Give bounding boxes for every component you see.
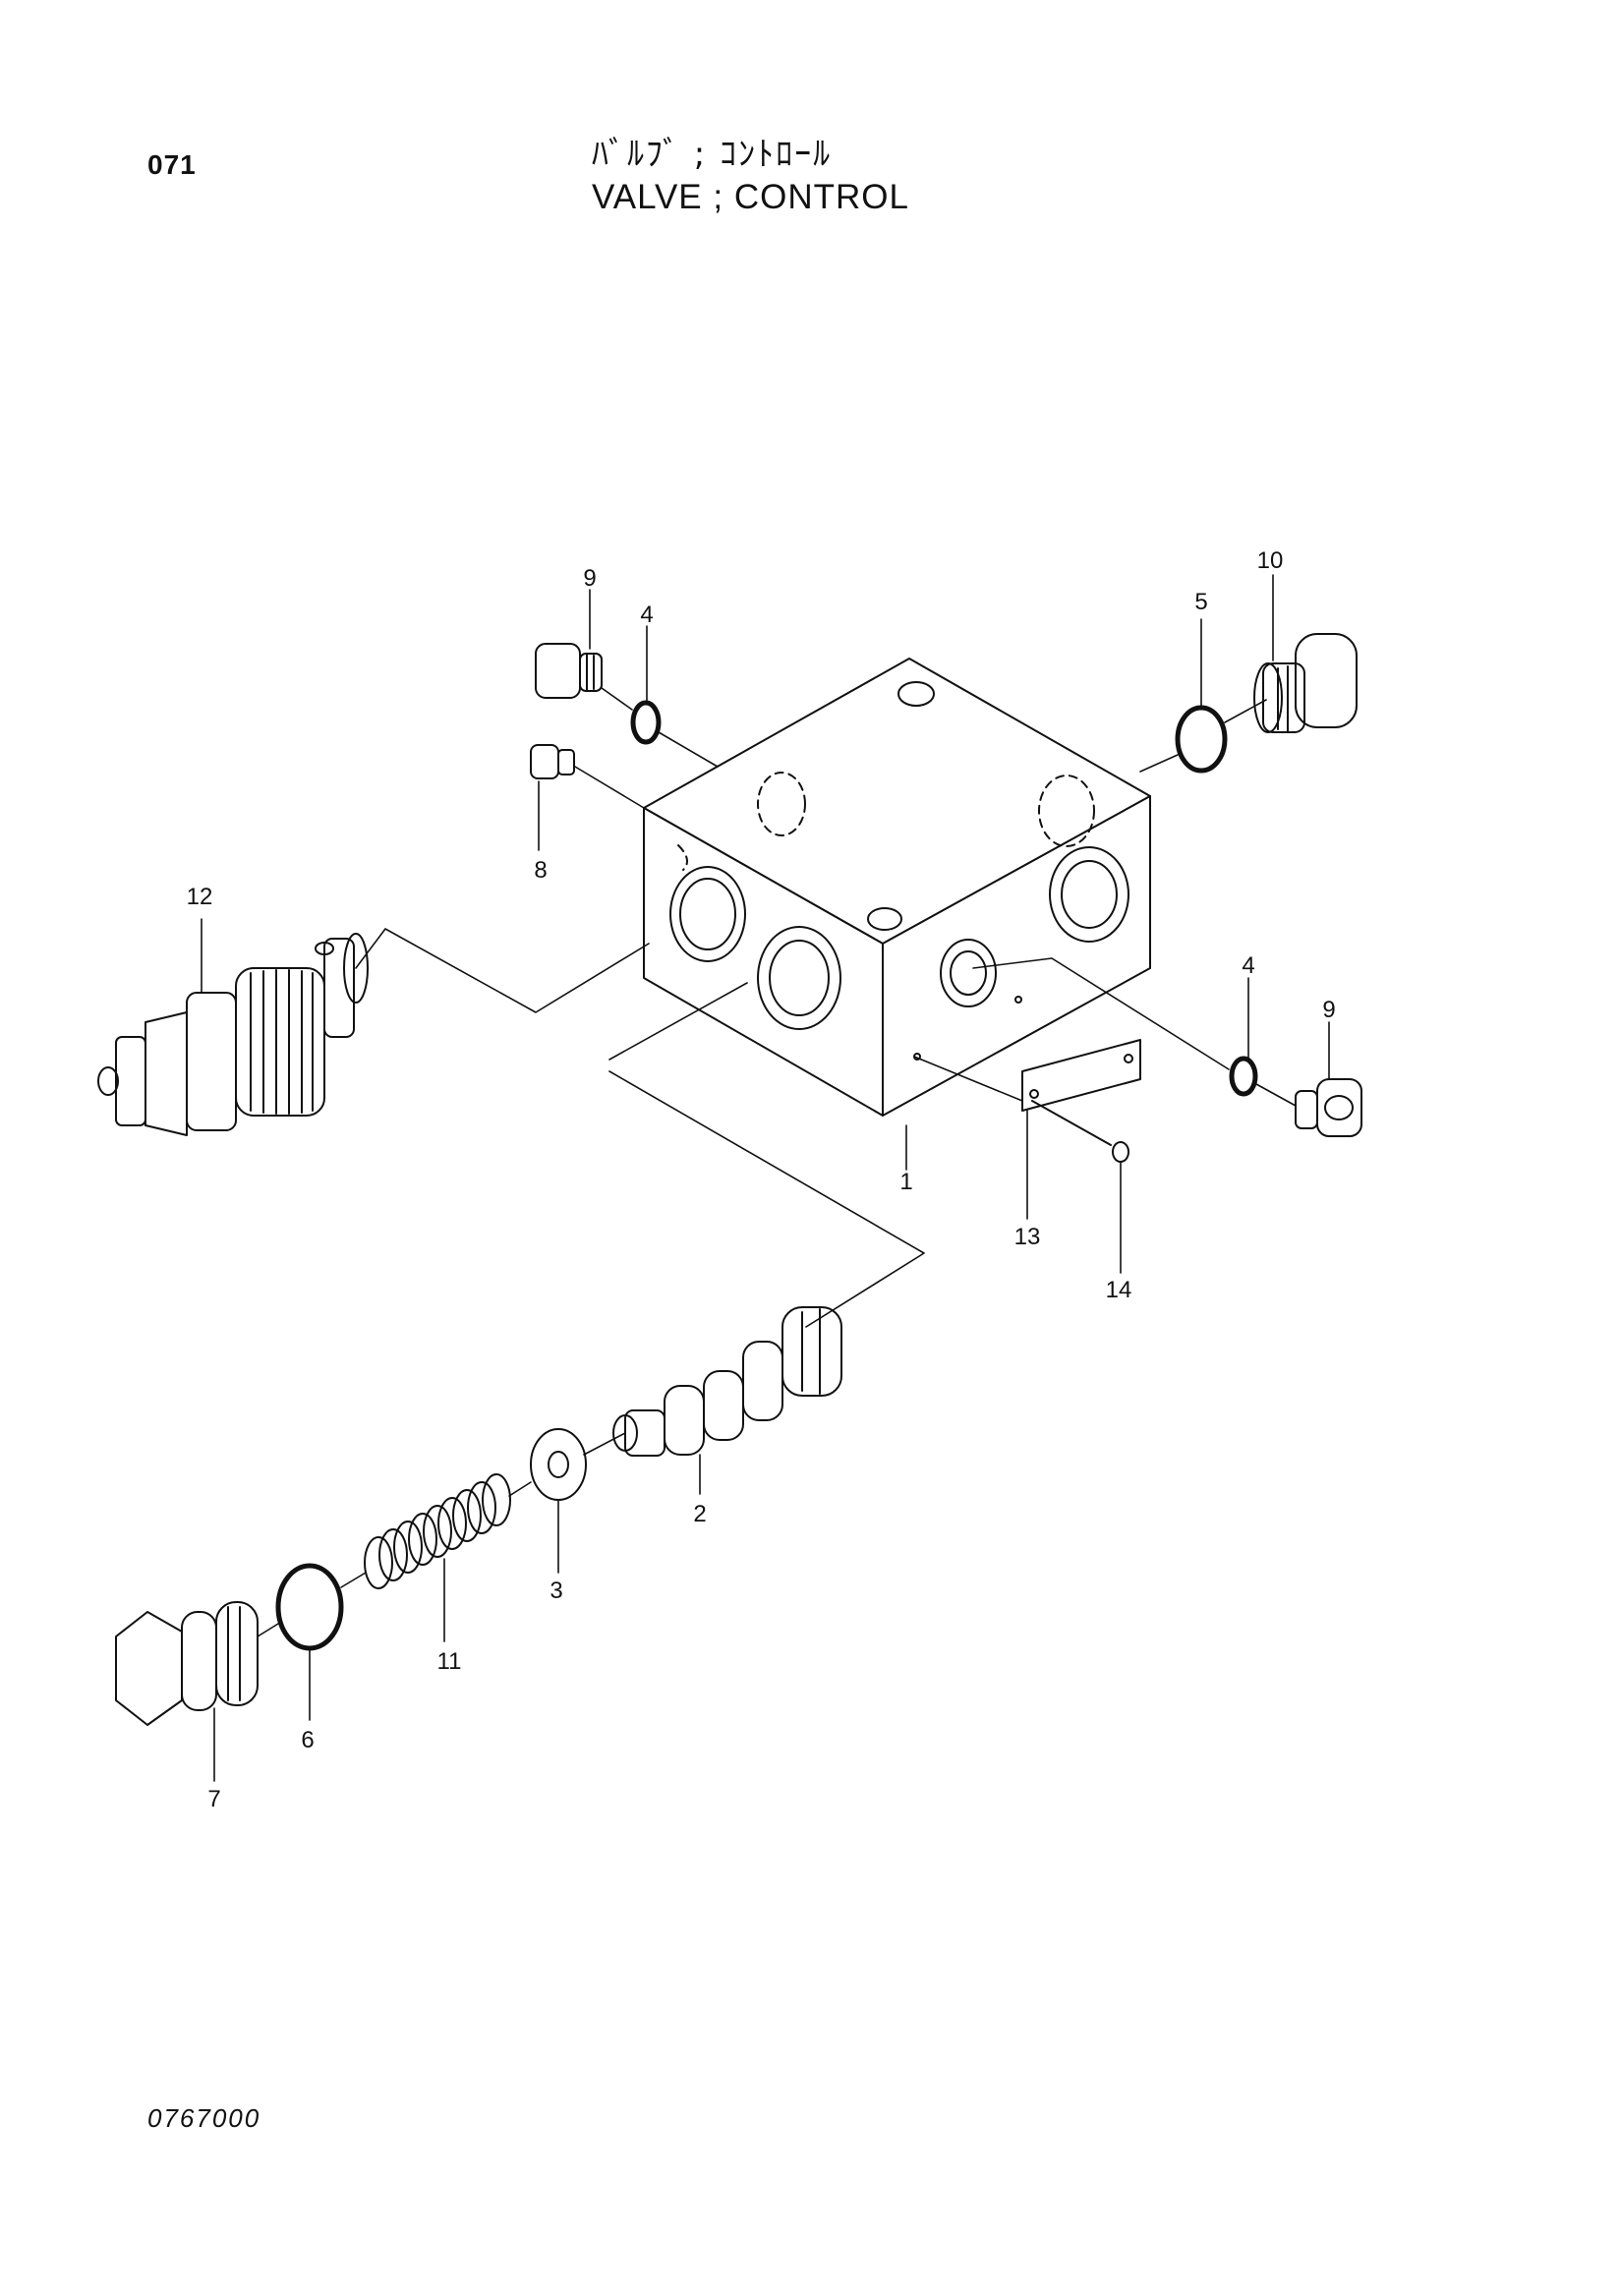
callout-9-upper: 9 xyxy=(583,565,596,592)
title-japanese: ﾊﾞﾙﾌﾞ ; ｺﾝﾄﾛｰﾙ xyxy=(592,135,833,174)
plug-part-8 xyxy=(530,744,575,779)
oring-part-4-upper xyxy=(630,700,662,745)
callout-4-lower: 4 xyxy=(1242,952,1254,979)
page-number: 071 xyxy=(147,149,197,180)
pin-part-14 xyxy=(1031,1100,1129,1163)
oring-part-5 xyxy=(1175,705,1228,774)
callout-5: 5 xyxy=(1194,589,1207,615)
callout-8: 8 xyxy=(534,857,547,884)
plug-part-9-lower xyxy=(1295,1078,1362,1137)
callout-13: 13 xyxy=(1014,1224,1041,1250)
valve-block xyxy=(643,658,1151,1117)
drawing-code: 0767000 xyxy=(147,2103,261,2133)
callout-12: 12 xyxy=(187,884,213,910)
spool-part-2 xyxy=(612,1306,842,1457)
callout-3: 3 xyxy=(550,1578,562,1604)
callout-1: 1 xyxy=(899,1169,912,1195)
title-block: ﾊﾞﾙﾌﾞ ; ｺﾝﾄﾛｰﾙ VALVE ; CONTROL xyxy=(592,134,909,218)
assembly-lines xyxy=(257,687,1297,1637)
nameplate-part-13 xyxy=(1021,1039,1141,1112)
callout-4-upper: 4 xyxy=(640,602,653,628)
oring-part-6 xyxy=(275,1563,344,1651)
callout-11: 11 xyxy=(437,1648,462,1675)
washer-part-3 xyxy=(530,1428,587,1501)
plug-part-7 xyxy=(115,1601,259,1726)
plug-part-9-upper xyxy=(535,643,603,699)
callout-6: 6 xyxy=(301,1727,314,1753)
leader-lines xyxy=(201,574,1330,1782)
title-english: VALVE ; CONTROL xyxy=(592,177,909,216)
callout-7: 7 xyxy=(207,1786,220,1812)
callout-9-lower: 9 xyxy=(1322,997,1335,1023)
callout-14: 14 xyxy=(1106,1277,1132,1303)
cartridge-part-12 xyxy=(97,933,369,1136)
callout-10: 10 xyxy=(1257,547,1284,574)
oring-part-4-lower xyxy=(1229,1056,1258,1097)
spring-part-11 xyxy=(364,1473,511,1589)
plug-part-10 xyxy=(1253,633,1358,733)
callout-2: 2 xyxy=(693,1501,706,1527)
